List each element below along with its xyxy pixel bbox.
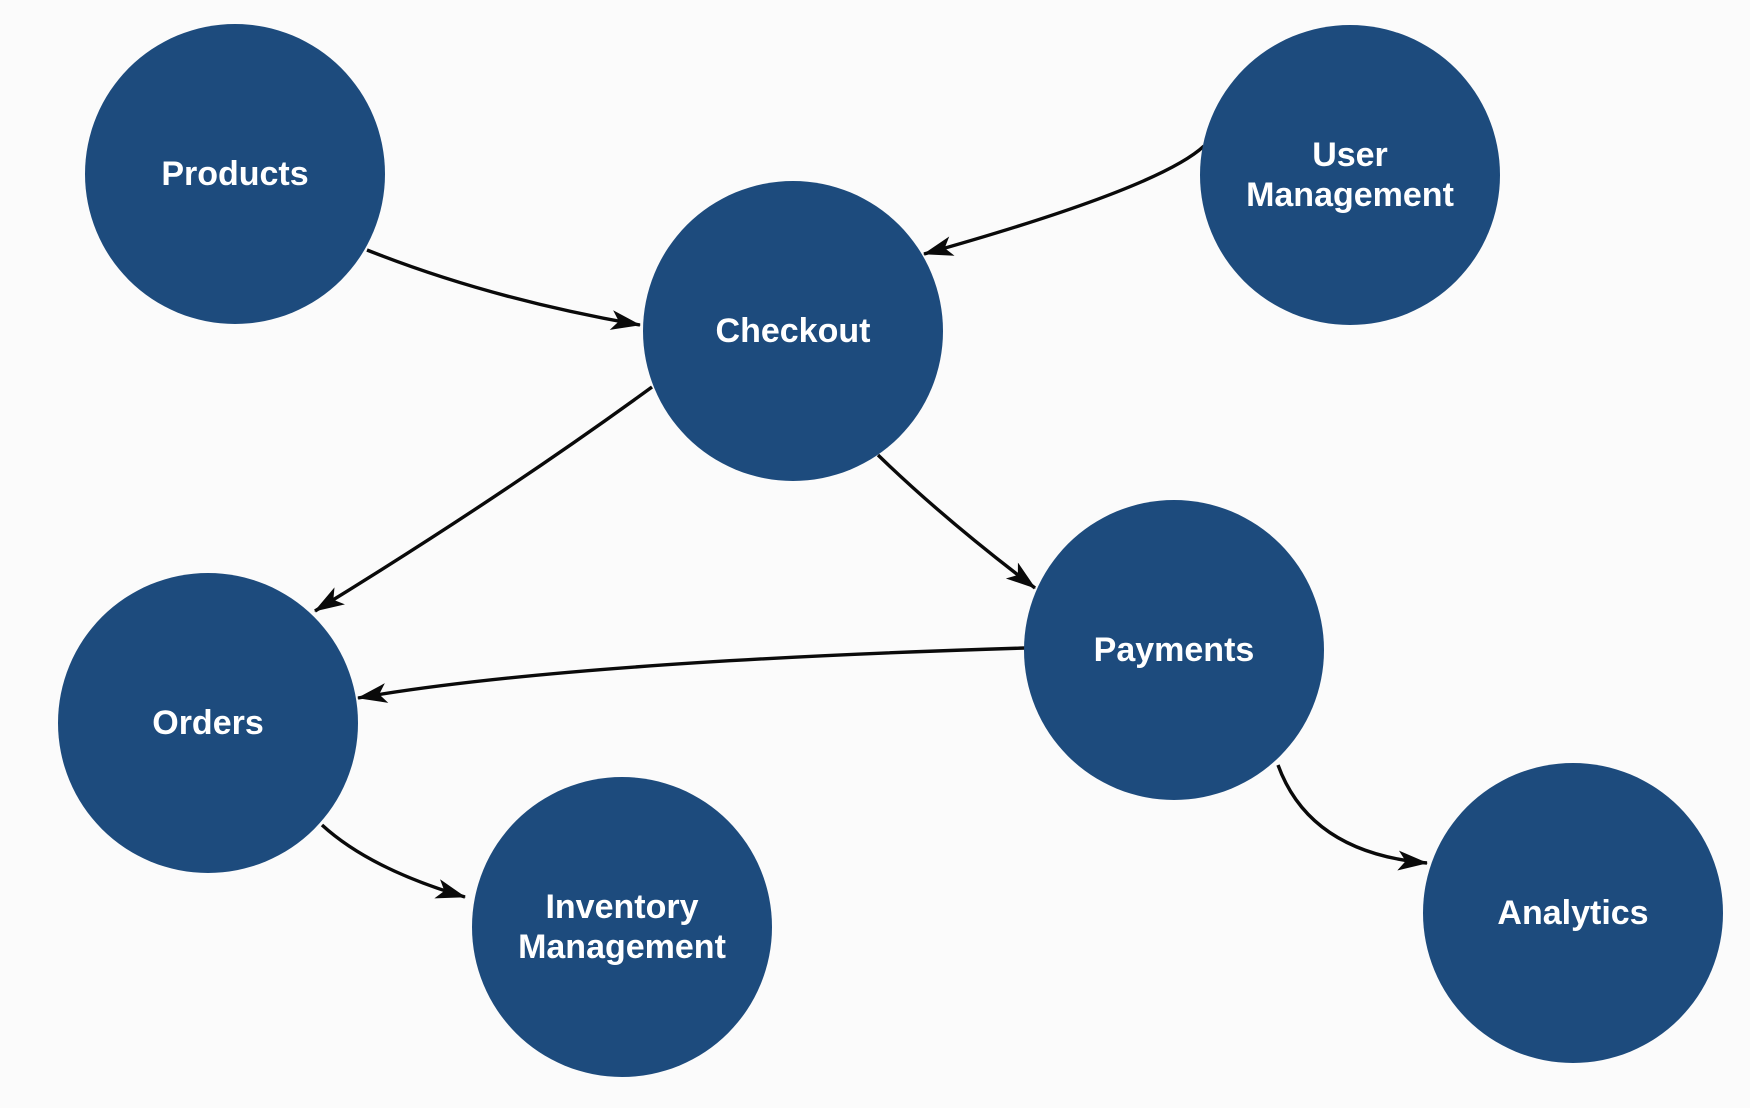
node-circle-products: [85, 24, 385, 324]
node-label-line: Products: [161, 155, 308, 193]
node-circle-analytics: [1423, 763, 1723, 1063]
node-circle-orders: [58, 573, 358, 873]
node-checkout: Checkout: [643, 181, 943, 481]
edge-checkout-to-payments: [876, 453, 1037, 590]
node-circle-inventory-management: [472, 777, 772, 1077]
node-label-checkout: Checkout: [716, 312, 871, 350]
edge-payments-to-analytics: [1276, 764, 1428, 871]
edges-layer: [314, 144, 1428, 899]
node-label-line: User: [1312, 136, 1388, 174]
node-circle-checkout: [643, 181, 943, 481]
node-label-line: Analytics: [1497, 894, 1648, 932]
node-label-line: Payments: [1094, 631, 1255, 669]
node-label-line: Orders: [152, 704, 264, 742]
node-label-orders: Orders: [152, 704, 264, 742]
node-products: Products: [85, 24, 385, 324]
node-circle-user-management: [1200, 25, 1500, 325]
node-orders: Orders: [58, 573, 358, 873]
node-payments: Payments: [1024, 500, 1324, 800]
node-circle-payments: [1024, 500, 1324, 800]
node-label-line: Management: [518, 928, 726, 966]
edge-products-to-checkout: [366, 248, 641, 330]
node-label-analytics: Analytics: [1497, 894, 1648, 932]
node-label-products: Products: [161, 155, 308, 193]
edge-user-management-to-checkout: [923, 144, 1206, 256]
node-analytics: Analytics: [1423, 763, 1723, 1063]
edge-checkout-to-orders: [314, 385, 654, 613]
node-label-line: Management: [1246, 176, 1454, 214]
node-label-line: Checkout: [716, 312, 871, 350]
edge-orders-to-inventory-management: [320, 823, 466, 899]
node-label-line: Inventory: [545, 888, 698, 926]
node-label-payments: Payments: [1094, 631, 1255, 669]
edge-payments-to-orders: [357, 646, 1026, 703]
